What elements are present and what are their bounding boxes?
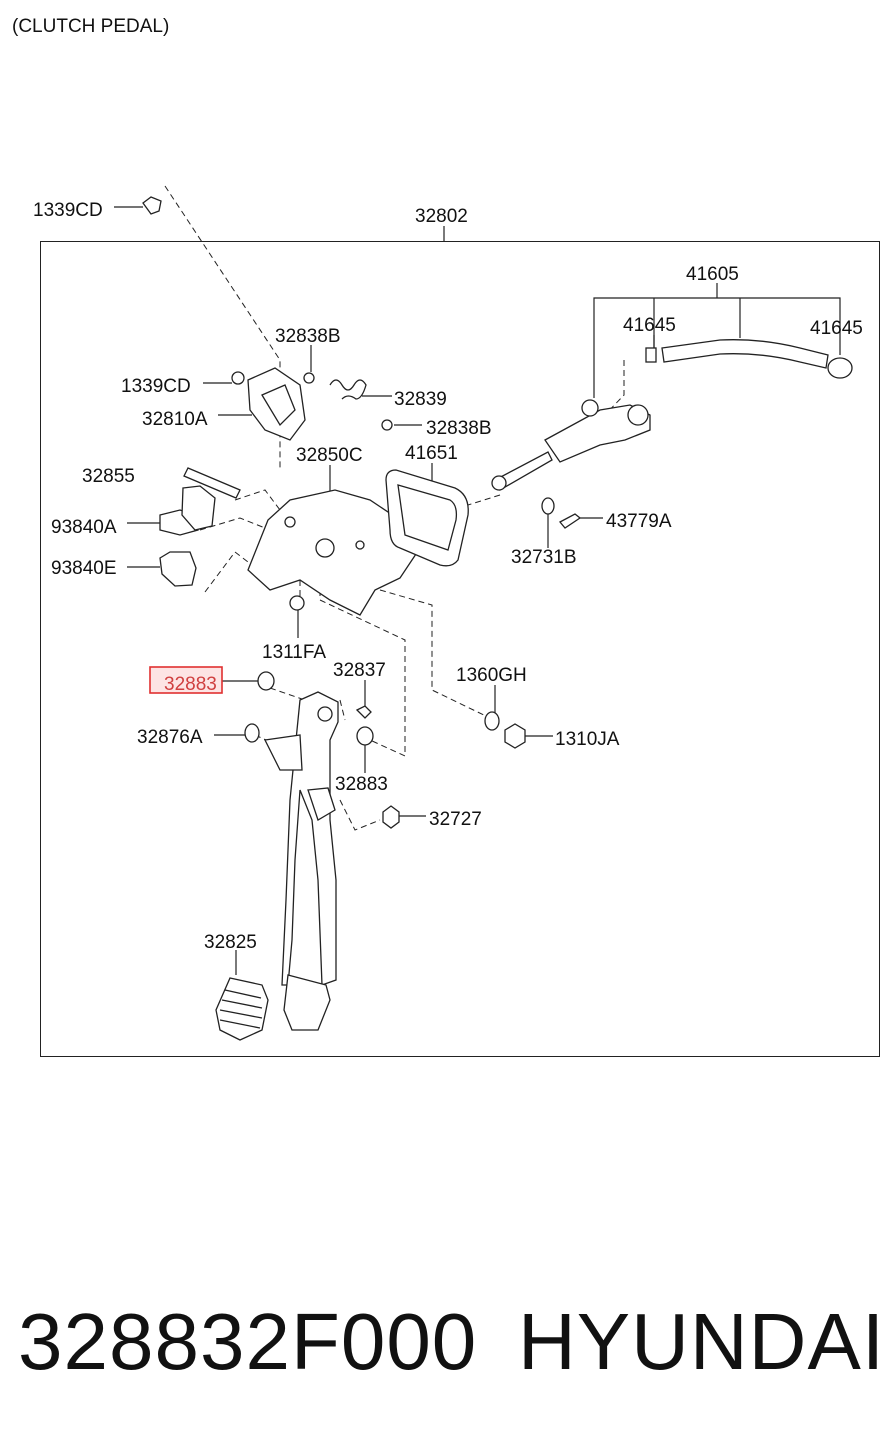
callout-1339cd: 1339CD xyxy=(121,376,191,397)
callout-32838b: 32838B xyxy=(275,326,341,347)
spring-part xyxy=(329,379,367,400)
callout-32837: 32837 xyxy=(333,660,386,681)
callout-93840a: 93840A xyxy=(51,517,117,538)
callout-32802: 32802 xyxy=(415,206,468,227)
callout-32838b: 32838B xyxy=(426,418,492,439)
assembly-line xyxy=(269,687,306,701)
assembly-frame xyxy=(40,241,880,1057)
nut-part xyxy=(382,805,400,829)
washer-part xyxy=(484,711,500,731)
assembly-line xyxy=(234,489,281,511)
bracket-part xyxy=(261,384,296,427)
pedal-pad-part xyxy=(215,977,269,1041)
clevis-part xyxy=(491,475,507,491)
assembly-line xyxy=(599,360,625,421)
diagram-title: (CLUTCH PEDAL) xyxy=(12,16,170,37)
pedal-pad-part xyxy=(219,989,263,1029)
assembly-line xyxy=(339,699,346,721)
switch-part xyxy=(181,485,216,531)
hose-part xyxy=(661,339,829,369)
fitting-part xyxy=(627,404,649,426)
assembly-line xyxy=(199,517,271,531)
part-number: 328832F000 xyxy=(18,1297,478,1386)
washer-part xyxy=(541,497,555,515)
bracket-part xyxy=(247,367,306,441)
callout-32876a: 32876A xyxy=(137,727,203,748)
pivot-part xyxy=(317,706,333,722)
bracket-part xyxy=(307,787,336,821)
bushing-part xyxy=(356,726,374,746)
nut-part xyxy=(381,419,393,431)
pin-part xyxy=(558,513,582,529)
callout-32883: 32883 xyxy=(335,774,388,795)
assembly-line xyxy=(379,589,491,719)
brand-name: HYUNDAI xyxy=(518,1297,886,1386)
pedal-foot-part xyxy=(283,974,331,1031)
callout-32839: 32839 xyxy=(394,389,447,410)
bushing-part xyxy=(355,540,365,550)
switch-part xyxy=(159,551,197,587)
callout-1310ja: 1310JA xyxy=(555,729,620,750)
callout-41645: 41645 xyxy=(810,318,863,339)
pin-part xyxy=(183,467,241,499)
bolt-part xyxy=(284,516,296,528)
callout-93840e: 93840E xyxy=(51,558,117,579)
nut-part xyxy=(504,723,526,749)
callout-32850c: 32850C xyxy=(296,445,363,466)
highlight-box xyxy=(149,666,223,694)
callout-32825: 32825 xyxy=(204,932,257,953)
clutch-pedal-diagram: 1339CD 32802 41605 41645 41645 32838B 13… xyxy=(33,185,863,1041)
hose-clamp-part xyxy=(827,357,853,379)
reservoir-port-part xyxy=(581,399,599,417)
nut-part xyxy=(303,372,315,384)
plate-part xyxy=(397,484,458,551)
callout-32883-highlighted: 32883 xyxy=(164,674,217,695)
callout-32727: 32727 xyxy=(429,809,482,830)
callout-32855: 32855 xyxy=(82,466,135,487)
assembly-line xyxy=(339,799,381,831)
bracket-part xyxy=(264,734,303,771)
callout-1360gh: 1360GH xyxy=(456,665,527,686)
callout-32731b: 32731B xyxy=(511,547,577,568)
callout-41651: 41651 xyxy=(405,443,458,464)
callout-1311fa: 1311FA xyxy=(262,642,326,663)
callout-1339cd: 1339CD xyxy=(33,200,103,221)
plate-part xyxy=(385,469,469,567)
clip-part xyxy=(355,705,372,719)
callout-41645: 41645 xyxy=(623,315,676,336)
callout-32810a: 32810A xyxy=(142,409,208,430)
nut-part xyxy=(231,371,245,385)
clip-part xyxy=(142,196,162,215)
bushing-part xyxy=(257,671,275,691)
master-cylinder-part xyxy=(544,404,651,463)
hose-clamp-part xyxy=(645,347,657,363)
bushing-part xyxy=(315,538,335,558)
callout-43779a: 43779A xyxy=(606,511,672,532)
callout-41605: 41605 xyxy=(686,264,739,285)
nut-part xyxy=(289,595,305,611)
stopper-part xyxy=(244,723,260,743)
